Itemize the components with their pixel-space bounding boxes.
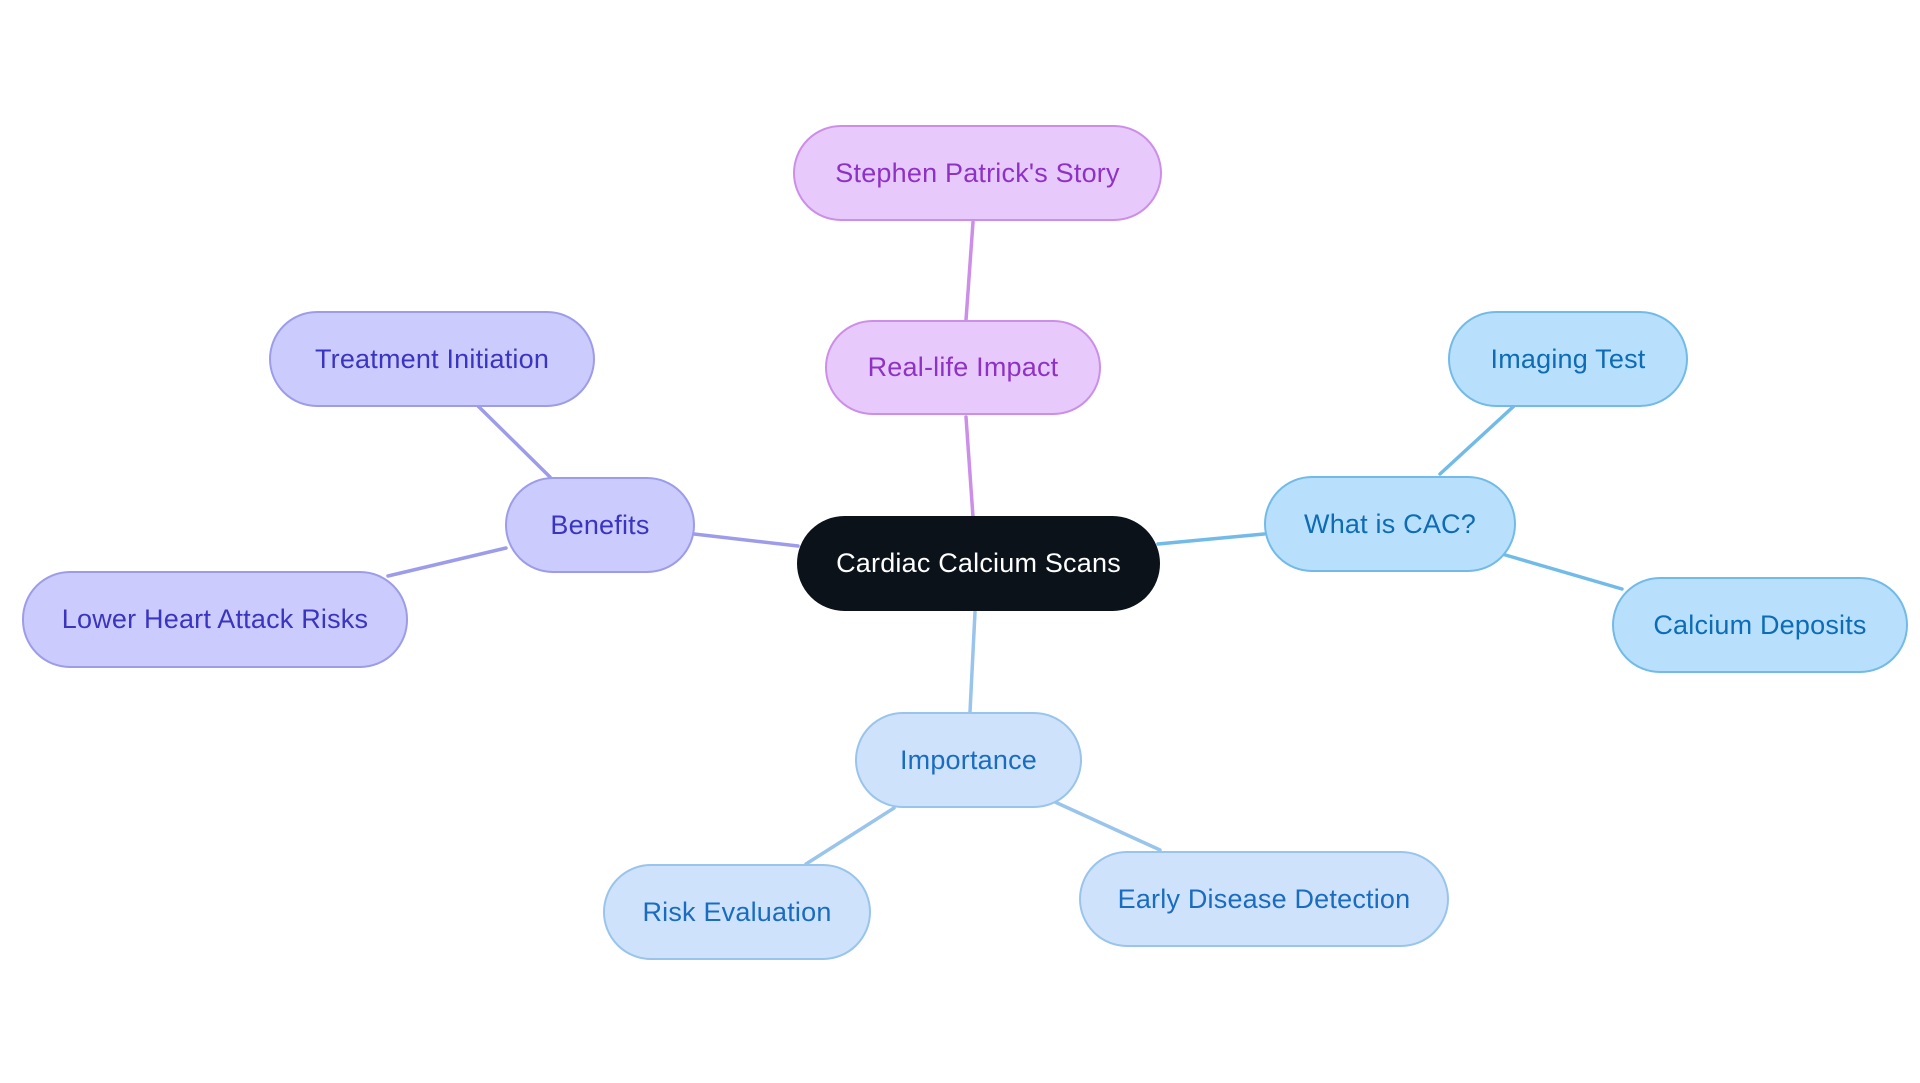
- edge-root-importance: [968, 610, 977, 714]
- node-early-disease-detection-label: Early Disease Detection: [1117, 883, 1411, 914]
- node-risk-evaluation[interactable]: Risk Evaluation: [603, 864, 871, 960]
- edge-real-life-impact-stephen-patrick: [964, 220, 975, 322]
- node-importance[interactable]: Importance: [855, 712, 1082, 808]
- edge-what-is-cac-calcium-deposits: [1500, 552, 1624, 591]
- node-real-life-impact-label: Real-life Impact: [867, 352, 1059, 382]
- node-lower-heart-attack-risks[interactable]: Lower Heart Attack Risks: [22, 571, 408, 668]
- node-treatment-initiation[interactable]: Treatment Initiation: [269, 311, 595, 407]
- edge-benefits-lower-heart-attack: [386, 546, 508, 578]
- edge-root-benefits: [692, 532, 800, 548]
- edge-benefits-treatment-initiation: [476, 404, 552, 479]
- node-stephen-patricks-story-label: Stephen Patrick's Story: [835, 157, 1120, 188]
- node-calcium-deposits-label: Calcium Deposits: [1653, 609, 1867, 640]
- node-real-life-impact[interactable]: Real-life Impact: [825, 320, 1101, 415]
- node-calcium-deposits[interactable]: Calcium Deposits: [1612, 577, 1908, 673]
- node-risk-evaluation-label: Risk Evaluation: [642, 896, 832, 927]
- node-what-is-cac[interactable]: What is CAC?: [1264, 476, 1516, 572]
- node-benefits-label: Benefits: [550, 509, 650, 540]
- node-benefits[interactable]: Benefits: [505, 477, 695, 573]
- node-early-disease-detection[interactable]: Early Disease Detection: [1079, 851, 1449, 947]
- node-lower-heart-attack-risks-label: Lower Heart Attack Risks: [61, 604, 369, 634]
- node-stephen-patricks-story[interactable]: Stephen Patrick's Story: [793, 125, 1162, 221]
- node-imaging-test-label: Imaging Test: [1490, 343, 1646, 374]
- edge-importance-early-disease-detection: [1053, 800, 1162, 852]
- node-treatment-initiation-label: Treatment Initiation: [314, 343, 550, 374]
- edge-root-real-life-impact: [964, 415, 975, 519]
- node-importance-label: Importance: [899, 744, 1038, 775]
- node-imaging-test[interactable]: Imaging Test: [1448, 311, 1688, 407]
- edge-root-what-is-cac: [1156, 532, 1266, 546]
- node-what-is-cac-label: What is CAC?: [1304, 508, 1476, 539]
- root-node[interactable]: Cardiac Calcium Scans: [797, 516, 1160, 611]
- edge-what-is-cac-imaging-test: [1438, 404, 1516, 476]
- edge-importance-risk-evaluation: [804, 806, 896, 866]
- root-node-label: Cardiac Calcium Scans: [836, 548, 1121, 578]
